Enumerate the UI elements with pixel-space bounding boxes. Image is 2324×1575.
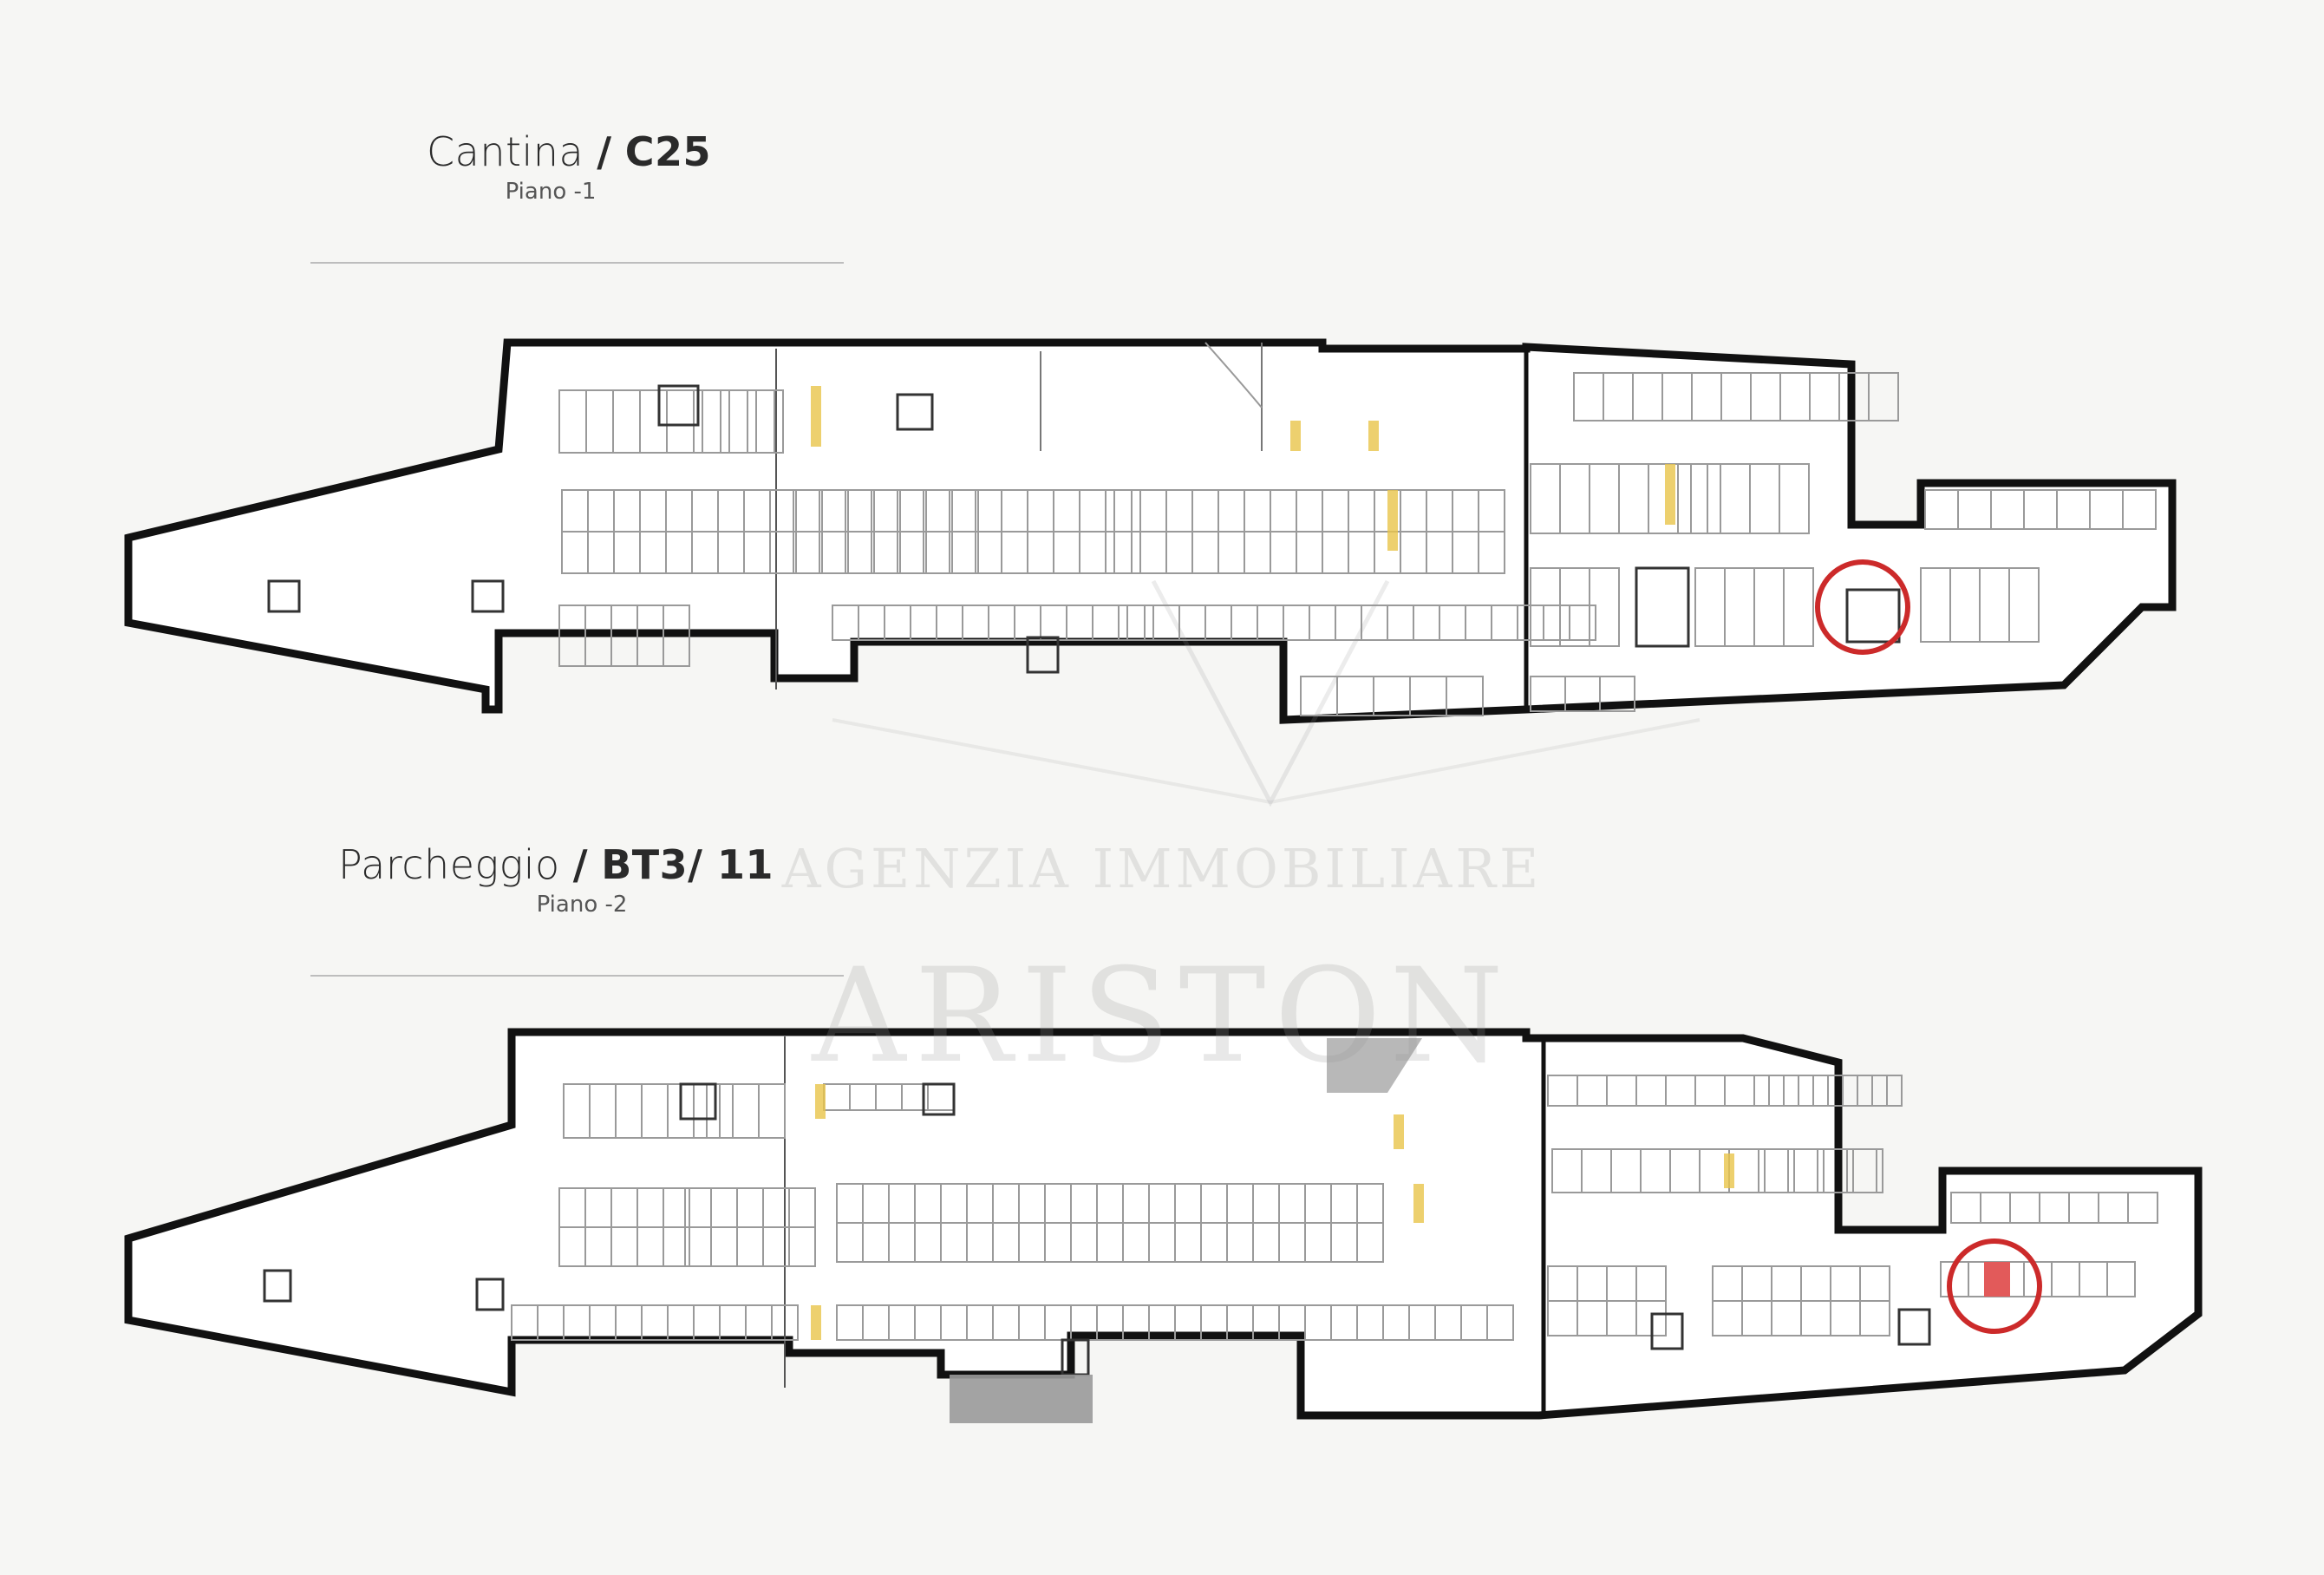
plan-title-prefix: Cantina	[427, 128, 584, 175]
stall	[1446, 676, 1484, 716]
stall-row	[511, 1075, 2158, 1341]
stall	[1589, 567, 1620, 647]
stall	[1859, 1300, 1890, 1336]
stall	[1868, 372, 1899, 422]
highlighted-stall-bt3-11	[1984, 1262, 2010, 1297]
plan-title-area: Cantina / C25 Piano -1	[191, 128, 711, 205]
plan-title-slash: /	[597, 128, 612, 175]
plan-title-slash: /	[572, 841, 589, 888]
plan-title-area: Parcheggio / BT3/ 11 Piano -2	[191, 841, 774, 918]
plan-title-code: C25	[624, 128, 711, 175]
stall	[1599, 676, 1635, 712]
floor-plan-piano-1	[124, 338, 2177, 724]
stall	[1486, 1304, 1514, 1341]
stall	[1478, 531, 1505, 574]
stall	[788, 1226, 816, 1267]
stall	[771, 1304, 799, 1341]
stall	[2122, 489, 2157, 530]
stall	[1846, 1148, 1877, 1193]
plan-subtitle: Piano -2	[536, 892, 628, 918]
stall	[2127, 1192, 2158, 1224]
floor-plan-piano-2	[124, 1028, 2203, 1423]
stall	[2106, 1261, 2136, 1297]
stall	[1852, 1148, 1883, 1193]
plan-title: Parcheggio / BT3/ 11	[191, 841, 774, 888]
stall	[2008, 567, 2040, 643]
plan-title: Cantina / C25	[191, 128, 711, 175]
stall	[1356, 1222, 1384, 1263]
stall	[1569, 605, 1596, 641]
title-divider	[310, 975, 844, 977]
stall	[1783, 567, 1814, 647]
highlight-marker-c25	[1815, 559, 1910, 655]
stall	[755, 389, 784, 454]
title-divider	[310, 262, 844, 264]
stall	[663, 1226, 690, 1267]
stall	[1857, 1075, 1888, 1107]
stall	[1779, 463, 1810, 534]
stall	[758, 1083, 786, 1139]
plan-title-prefix: Parcheggio	[338, 841, 560, 888]
plan-title-code: BT3/ 11	[601, 841, 774, 888]
plan-subtitle: Piano -1	[505, 179, 597, 205]
highlight-marker-bt3-11	[1947, 1238, 2042, 1334]
stall	[663, 605, 690, 667]
